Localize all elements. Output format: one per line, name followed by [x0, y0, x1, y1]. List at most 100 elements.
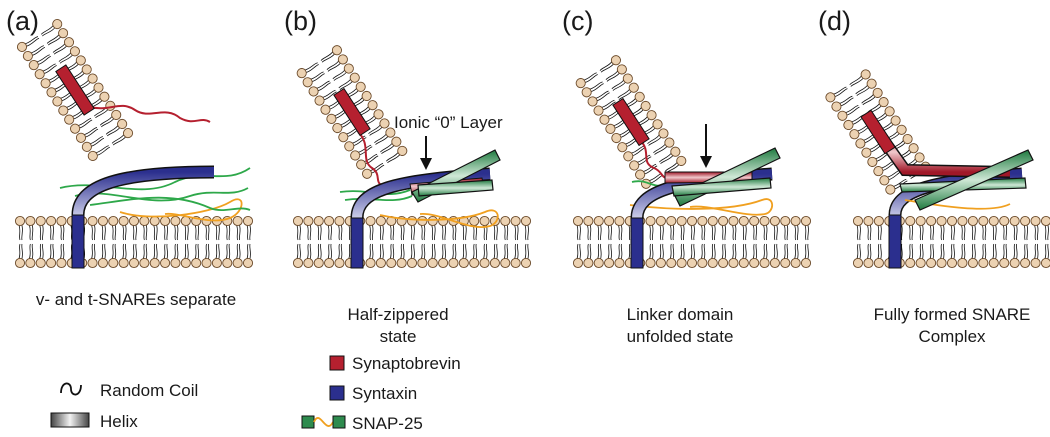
lipid-head [610, 55, 621, 66]
lipid-head [884, 106, 895, 117]
ionic-layer-label: Ionic “0” Layer [394, 113, 503, 132]
lipid-head [25, 257, 36, 269]
lipid-tail [741, 243, 747, 261]
plasma-membrane [292, 215, 532, 269]
lipid-head [780, 257, 791, 269]
lipid-head [201, 257, 212, 269]
syntaxin-helix [73, 167, 215, 268]
lipid-head [926, 257, 937, 269]
lipid-head [81, 141, 92, 152]
lipid-head [593, 105, 604, 116]
lipid-tail [379, 243, 384, 261]
panel-letter: (b) [284, 6, 317, 36]
lipid-head [69, 46, 80, 57]
panel-caption: Complex [918, 327, 986, 346]
lipid-head [479, 257, 490, 269]
lipid-tail [576, 243, 581, 261]
lipid-head [902, 133, 913, 145]
lipid-head [890, 115, 901, 126]
lipid-head [861, 147, 872, 158]
lipid-tail [856, 243, 861, 261]
lipid-head [572, 257, 584, 269]
lipid-tail [700, 243, 706, 261]
lipid-head [118, 215, 129, 227]
lipid-head [35, 215, 46, 227]
lipid-head [427, 257, 438, 269]
lipid-head [999, 257, 1010, 269]
lipid-head [628, 82, 639, 93]
lipid-tail [971, 223, 976, 241]
lipid-head [879, 175, 890, 186]
lipid-head [56, 215, 67, 227]
lipid-head [867, 156, 878, 167]
lipid-tail [804, 223, 809, 241]
lipid-head [1030, 215, 1041, 227]
syntaxin-tmd [71, 214, 85, 269]
lipid-tail [524, 243, 529, 261]
lipid-head [149, 257, 160, 269]
synaptobrevin-swatch-icon [329, 355, 345, 371]
lipid-head [1040, 257, 1050, 269]
lipid-head [676, 155, 687, 166]
lipid-head [14, 215, 26, 227]
lipid-head [108, 257, 119, 269]
lipid-tail [721, 243, 726, 261]
lipid-head [510, 257, 521, 269]
lipid-tail [368, 223, 374, 241]
lipid-tail [524, 223, 529, 241]
lipid-tail [1002, 223, 1008, 241]
lipid-head [915, 257, 926, 269]
lipid-head [800, 215, 812, 227]
lipid-tail [204, 243, 210, 261]
lipid-tail [132, 243, 137, 261]
lipid-tail [235, 223, 241, 241]
lipid-tail [690, 243, 695, 261]
snap25-linker-icon [313, 417, 334, 427]
lipid-head [583, 215, 594, 227]
lipid-head [1020, 257, 1031, 269]
lipid-tail [607, 243, 612, 261]
lipid-head [52, 18, 63, 30]
lipid-head [896, 124, 907, 135]
lipid-head [52, 96, 63, 107]
lipid-head [873, 257, 884, 269]
lipid-head [87, 73, 98, 84]
lipid-tail [793, 243, 799, 261]
lipid-tail [991, 243, 997, 261]
snap25-linker [119, 198, 243, 222]
lipid-head [686, 257, 698, 269]
lipid-head [500, 257, 511, 269]
synaptobrevin-tmd [612, 97, 650, 147]
lipid-head [616, 64, 627, 75]
lipid-head [707, 215, 718, 227]
lipid-head [676, 257, 687, 269]
lipid-tail [617, 223, 623, 241]
lipid-tail [163, 223, 168, 241]
lipid-tail [142, 243, 148, 261]
lipid-head [308, 86, 319, 97]
lipid-tail [368, 243, 374, 261]
lipid-head [303, 257, 314, 269]
lipid-tail [700, 223, 706, 241]
lipid-head [738, 215, 749, 227]
lipid-head [170, 215, 181, 227]
lipid-head [604, 257, 615, 269]
syntaxin-tmd [350, 217, 364, 269]
lipid-head [232, 215, 243, 227]
lipid-head [338, 132, 349, 143]
lipid-head [349, 72, 360, 83]
lipid-tail [225, 223, 231, 241]
lipid-head [385, 127, 396, 138]
lipid-tail [183, 243, 189, 261]
lipid-tail [877, 223, 882, 241]
lipid-head [646, 110, 657, 121]
lipid-tail [389, 243, 395, 261]
lipid-head [337, 54, 348, 65]
lipid-tail [669, 243, 675, 261]
lipid-head [191, 257, 202, 269]
lipid-head [604, 215, 615, 227]
lipid-head [855, 138, 866, 149]
lipid-head [825, 92, 836, 103]
lipid-head [75, 55, 86, 66]
lipid-tail [18, 243, 23, 261]
